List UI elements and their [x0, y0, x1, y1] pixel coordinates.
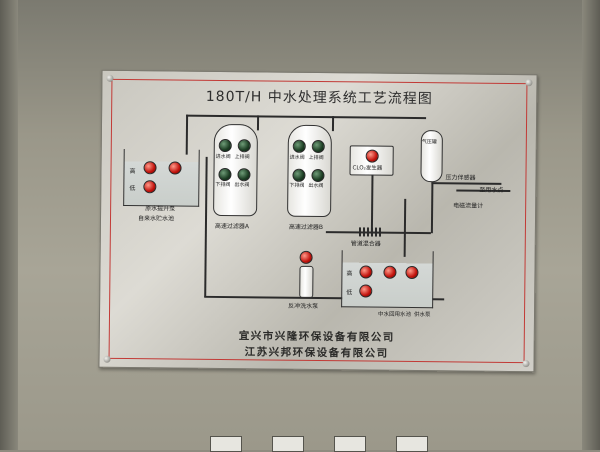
level-low-label: 低: [129, 185, 136, 193]
mixer-coil: [358, 227, 383, 237]
filter-a-valve-bottom-label: 下排阀: [215, 181, 231, 189]
screw-icon: [525, 79, 533, 87]
level-low-lamp: [143, 180, 157, 194]
reuse-pool-label: 中水回用水池: [377, 311, 412, 318]
reuse-pool: [341, 250, 434, 309]
filter-a-valve-top-label: 上排阀: [234, 154, 250, 161]
filter-b-valve-top-label: 上排阀: [308, 154, 324, 162]
clo2-lamp: [365, 149, 379, 163]
cabinet-right-edge: [582, 0, 600, 450]
screw-icon: [106, 74, 114, 82]
filter-b-valve-out-lamp: [311, 168, 325, 183]
backwash-pump-label: 反冲洗水泵: [288, 302, 319, 311]
outlet-pump-1-lamp: [383, 265, 397, 279]
cabinet-switch-row: [210, 436, 450, 452]
outlet-pump-2-lamp: [405, 265, 419, 280]
filter-b-label: 高速过滤器B: [288, 223, 324, 232]
process-flow-plate: 180T/H 中水处理系统工艺流程图 高 低 原水提升泵 自来水贮水池 进水阀 …: [98, 69, 538, 373]
level-high-label: 高: [129, 168, 136, 176]
cabinet-left-edge: [0, 0, 18, 450]
storage-pool-label: 自来水贮水池: [137, 215, 175, 223]
outlet-pump-label: 供水泵: [413, 312, 431, 319]
filter-b-valve-bottom-label: 下排阀: [289, 182, 305, 189]
filter-b-valve-in-lamp: [292, 139, 306, 153]
filter-a-label: 高速过滤器A: [214, 222, 250, 231]
clo2-label: CLO₂发生器: [352, 165, 383, 172]
reuse-level-high-label: 高: [346, 270, 353, 278]
pipe-filter-a-riser: [256, 115, 259, 131]
filter-b-valve-out-label: 出水阀: [308, 182, 324, 190]
to-user-label: 至用水点: [479, 186, 504, 194]
filter-a-valve-bottom-lamp: [218, 167, 232, 182]
filter-b-valve-top-lamp: [311, 139, 325, 154]
mixer-label: 管道混合器: [350, 240, 381, 248]
pressure-switch-label: 压力伴感器: [445, 174, 476, 182]
backwash-pump-lamp: [299, 250, 313, 264]
backwash-pump: [299, 265, 314, 298]
filter-a-valve-top-lamp: [237, 139, 251, 153]
filter-a-valve-in-label: 进水阀: [215, 153, 231, 161]
reuse-level-high-lamp: [359, 265, 373, 279]
air-tank-label: 气压罐: [421, 139, 437, 146]
filter-b-valve-in-label: 进水阀: [289, 154, 305, 161]
pipe-filter-b-riser: [331, 116, 334, 132]
filter-a-valve-out-lamp: [237, 168, 251, 182]
filter-b-valve-bottom-lamp: [292, 168, 306, 182]
reuse-level-low-label: 低: [346, 289, 353, 297]
flow-meter-label: 电磁流量计: [453, 202, 484, 210]
filter-a-valve-out-label: 出水阀: [234, 182, 250, 189]
storage-pool: [123, 148, 200, 207]
level-high-lamp: [143, 161, 157, 175]
source-pump-lamp: [168, 161, 182, 175]
source-pump-label: 原水提升泵: [145, 205, 176, 213]
reuse-level-low-lamp: [359, 284, 373, 298]
filter-a-valve-in-lamp: [218, 138, 232, 153]
